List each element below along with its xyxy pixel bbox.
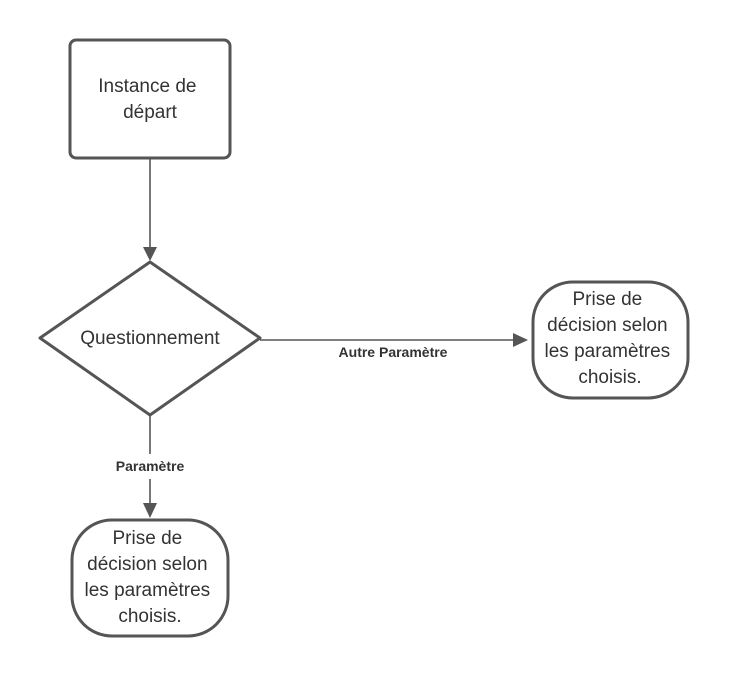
edge-question-to-bottom-label: Paramètre bbox=[116, 458, 185, 474]
node-decision-bottom-line-1: Prise de bbox=[113, 528, 183, 549]
node-decision-bottom-line-3: les paramètres bbox=[85, 580, 211, 601]
node-decision-right-line-4: choisis. bbox=[578, 367, 641, 388]
node-decision-right-label: Prise de décision selon les paramètres c… bbox=[545, 289, 676, 388]
node-decision-right-line-2: décision selon bbox=[547, 315, 667, 336]
node-start-line-1: Instance de bbox=[98, 76, 196, 97]
node-decision-bottom: Prise de décision selon les paramètres c… bbox=[70, 518, 230, 638]
node-question: Questionnement bbox=[38, 260, 262, 417]
edge-question-to-right-arrowhead bbox=[513, 333, 528, 347]
edge-question-to-right: Autre Paramètre bbox=[260, 333, 528, 360]
node-decision-right-box bbox=[531, 280, 690, 400]
node-decision-right-line-3: les paramètres bbox=[545, 341, 671, 362]
node-decision-bottom-line-4: choisis. bbox=[118, 606, 181, 627]
edge-question-to-bottom: Paramètre bbox=[116, 415, 185, 518]
node-start-line-2: départ bbox=[123, 102, 178, 123]
node-question-label: Questionnement bbox=[80, 328, 220, 349]
node-decision-right-line-1: Prise de bbox=[573, 289, 643, 310]
node-decision-bottom-line-2: décision selon bbox=[87, 554, 207, 575]
node-start: Instance de départ bbox=[68, 38, 232, 160]
node-start-box bbox=[68, 38, 232, 160]
edge-question-to-right-label: Autre Paramètre bbox=[339, 344, 448, 360]
node-start-label: Instance de départ bbox=[98, 76, 202, 123]
edge-start-to-question bbox=[143, 158, 157, 261]
node-decision-right: Prise de décision selon les paramètres c… bbox=[531, 280, 690, 400]
edge-question-to-bottom-arrowhead bbox=[143, 503, 157, 518]
node-decision-bottom-label: Prise de décision selon les paramètres c… bbox=[85, 528, 216, 627]
node-decision-bottom-box bbox=[70, 518, 230, 638]
edge-start-to-question-arrowhead bbox=[143, 247, 157, 261]
